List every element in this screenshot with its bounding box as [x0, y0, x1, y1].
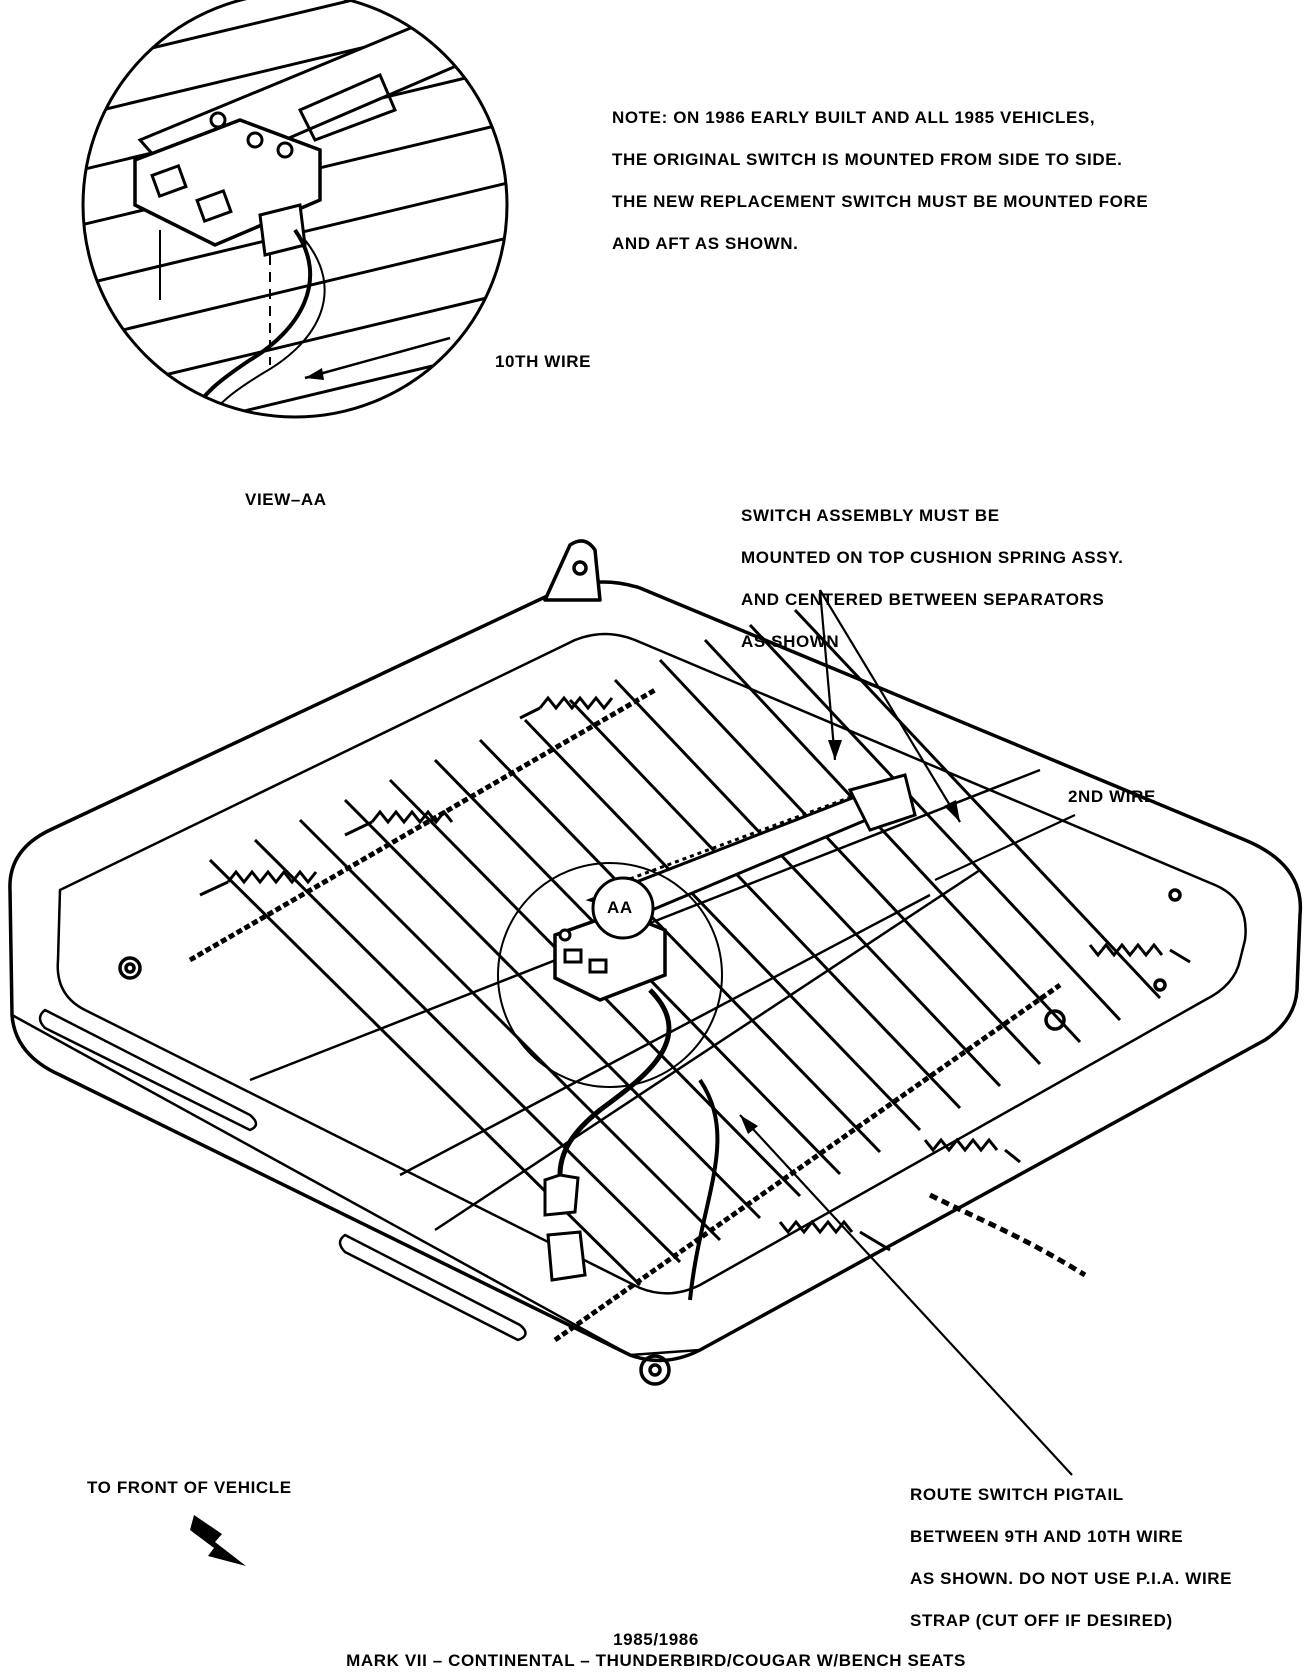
- note-line-2: THE ORIGINAL SWITCH IS MOUNTED FROM SIDE…: [612, 150, 1123, 169]
- route-pigtail-line-2: BETWEEN 9TH AND 10TH WIRE: [910, 1527, 1184, 1546]
- coil-spring-4: [1088, 942, 1191, 964]
- note-text: NOTE: ON 1986 EARLY BUILT AND ALL 1985 V…: [612, 86, 1148, 275]
- route-pigtail-line-1: ROUTE SWITCH PIGTAIL: [910, 1485, 1124, 1504]
- coil-spring-1: [199, 869, 318, 897]
- coil-springs: [199, 695, 1191, 1252]
- front-direction-arrow: [190, 1515, 246, 1566]
- note-line-4: AND AFT AS SHOWN.: [612, 234, 799, 253]
- route-pigtail-note: ROUTE SWITCH PIGTAIL BETWEEN 9TH AND 10T…: [910, 1463, 1232, 1652]
- second-wire-label: 2ND WIRE: [1068, 787, 1156, 806]
- coil-spring-5: [923, 1137, 1021, 1164]
- tenth-wire-label: 10TH WIRE: [495, 352, 592, 371]
- note-line-3: THE NEW REPLACEMENT SWITCH MUST BE MOUNT…: [612, 192, 1149, 211]
- footer-models: MARK VII – CONTINENTAL – THUNDERBIRD/COU…: [346, 1651, 966, 1670]
- coil-spring-6: [778, 1219, 891, 1252]
- footer-years: 1985/1986: [613, 1630, 699, 1649]
- switch-assembly-line-1: SWITCH ASSEMBLY MUST BE: [741, 506, 1000, 525]
- aa-callout: [497, 862, 723, 1088]
- route-pigtail-line-3: AS SHOWN. DO NOT USE P.I.A. WIRE: [910, 1569, 1233, 1588]
- leader-lines: [739, 589, 1076, 1476]
- switch-assembly-line-3: AND CENTERED BETWEEN SEPARATORS: [741, 590, 1105, 609]
- switch-assembly-note: SWITCH ASSEMBLY MUST BE MOUNTED ON TOP C…: [741, 484, 1123, 673]
- route-pigtail-line-4: STRAP (CUT OFF IF DESIRED): [910, 1611, 1173, 1630]
- switch-assembly-line-4: AS SHOWN: [741, 632, 840, 651]
- coil-spring-3: [519, 695, 614, 720]
- spring-wires: [208, 608, 1162, 1287]
- aa-callout-label: AA: [607, 898, 633, 917]
- view-aa-label: VIEW–AA: [245, 490, 327, 509]
- note-line-1: NOTE: ON 1986 EARLY BUILT AND ALL 1985 V…: [612, 108, 1096, 127]
- detail-view-aa: [81, 0, 509, 419]
- to-front-label: TO FRONT OF VEHICLE: [87, 1478, 292, 1497]
- switch-assembly-line-2: MOUNTED ON TOP CUSHION SPRING ASSY.: [741, 548, 1124, 567]
- coil-spring-2: [344, 809, 454, 837]
